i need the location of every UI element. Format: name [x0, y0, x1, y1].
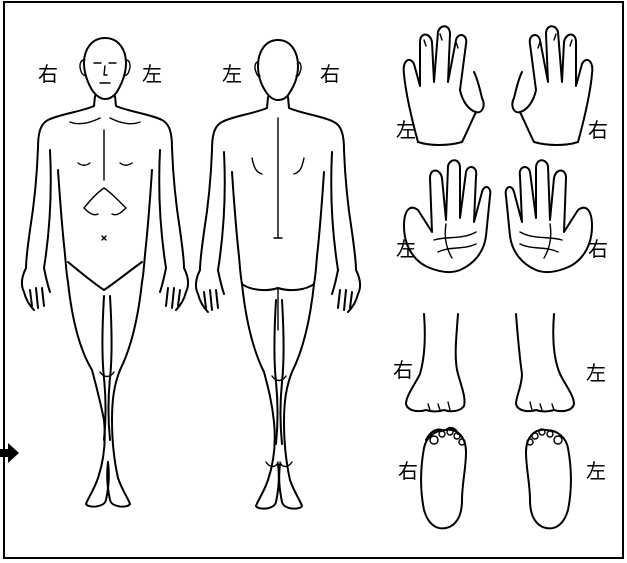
label-sole-right: 右 — [398, 459, 418, 483]
back-body-figure — [196, 40, 360, 509]
label-sole-left: 左 — [586, 459, 606, 483]
feet-soles — [421, 428, 571, 528]
hands-palm — [404, 160, 592, 272]
label-back-left: 左 — [222, 62, 242, 86]
label-palm-right: 右 — [588, 237, 608, 261]
arrow-right-icon — [0, 443, 19, 463]
label-foot-front-right: 右 — [393, 358, 413, 382]
label-hand-dorsal-left: 左 — [396, 118, 416, 142]
label-foot-front-left: 左 — [586, 361, 606, 385]
hands-dorsal — [404, 26, 593, 145]
label-front-left: 左 — [142, 62, 162, 86]
label-back-right: 右 — [320, 62, 340, 86]
front-body-figure — [22, 38, 188, 507]
label-palm-left: 左 — [396, 237, 416, 261]
label-front-right: 右 — [38, 62, 58, 86]
label-hand-dorsal-right: 右 — [588, 118, 608, 142]
feet-front — [406, 314, 574, 412]
frame-border — [4, 2, 623, 558]
